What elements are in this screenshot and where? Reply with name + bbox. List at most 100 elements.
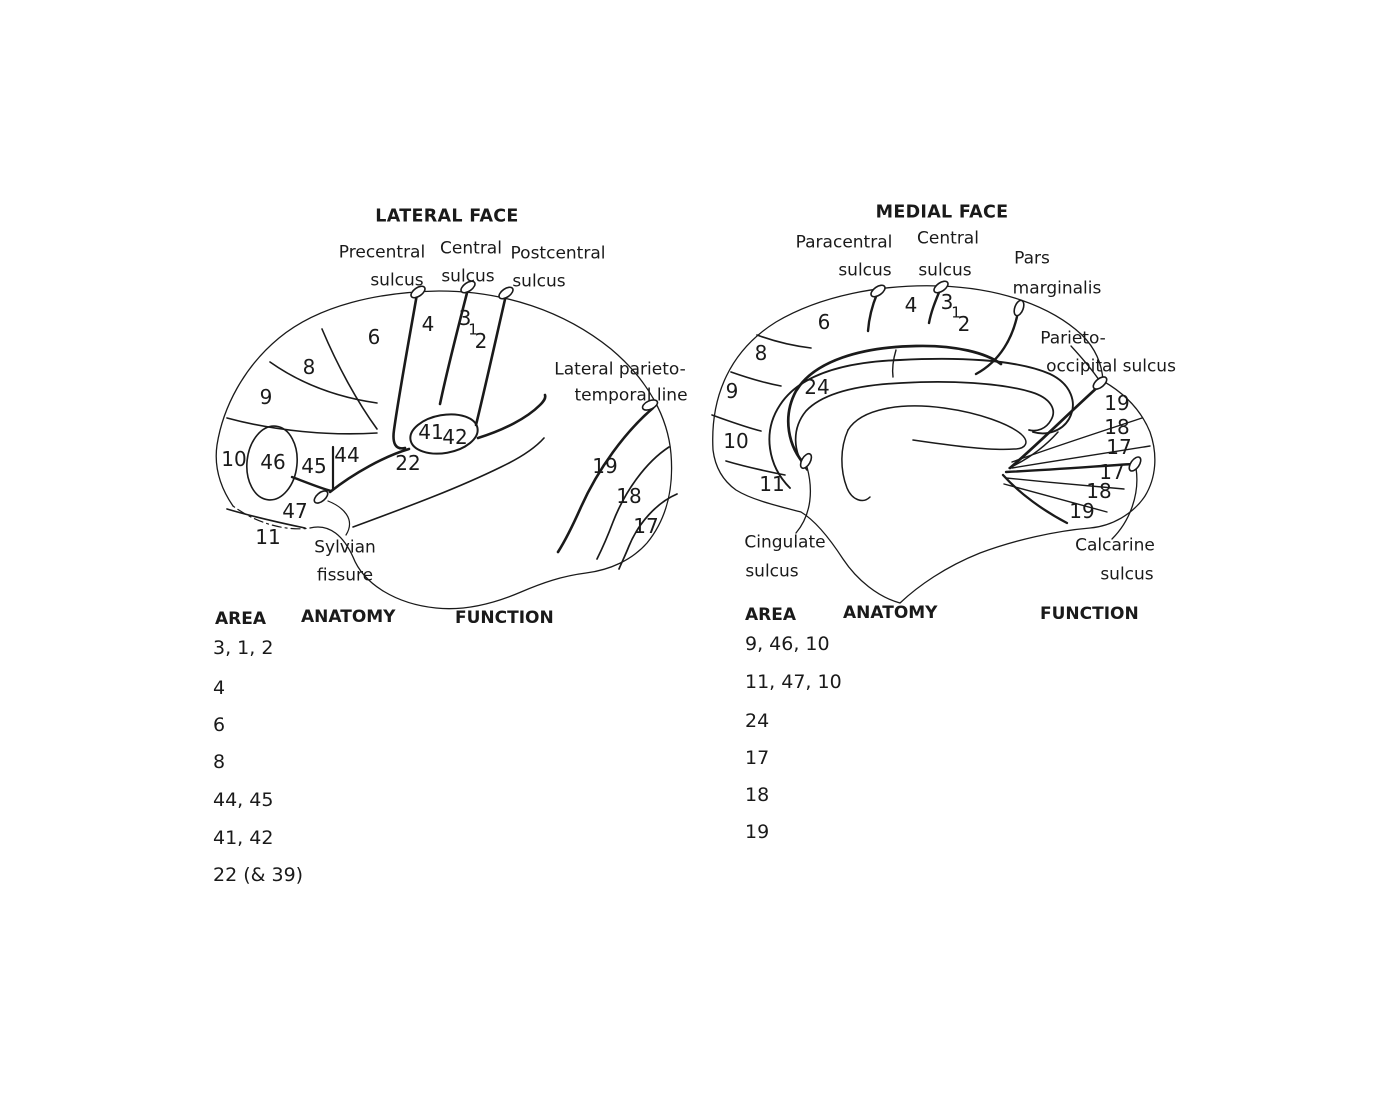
occipital-arc-19-18 <box>596 446 670 560</box>
medial-area-6: 6 <box>817 310 831 334</box>
pars-marginalis-label-line1: Pars <box>1014 248 1050 269</box>
lateral-area-45: 45 <box>301 454 327 478</box>
lateral-table-row-1: 3, 1, 2 <box>213 637 274 659</box>
cingulate-sulcus-label-line2: sulcus <box>745 561 799 582</box>
medial-central-sulcus-label-line2: sulcus <box>918 260 972 281</box>
pars-marginalis-line <box>974 310 1020 376</box>
occipital-fan-line-17-18 <box>1005 477 1125 490</box>
lateral-area-44: 44 <box>334 443 360 467</box>
lateral-area-41: 41 <box>418 420 444 444</box>
calcarine-sulcus-label-line2: sulcus <box>1100 564 1154 585</box>
postcentral-sulcus-line <box>474 293 508 427</box>
sylvian-loop-marker <box>313 490 329 504</box>
lateral-parieto-temporal-line <box>556 406 655 554</box>
precentral-sulcus-label-line2: sulcus <box>370 270 424 291</box>
medial-divider-10-11 <box>725 460 786 476</box>
lateral-area-3: 3 <box>458 306 472 330</box>
calcarine-loop-marker <box>1128 456 1142 472</box>
paracentral-sulcus-label-line1: Paracentral <box>795 232 893 253</box>
lateral-parieto-temporal-label-line2: temporal line <box>574 385 688 406</box>
lateral-area-47: 47 <box>282 499 308 523</box>
lateral-area-42: 42 <box>442 425 468 449</box>
medial-table-row-5: 18 <box>745 784 770 806</box>
cingulate-sulcus-label-line1: Cingulate <box>744 532 826 553</box>
lateral-table-header-anatomy: ANATOMY <box>301 607 396 627</box>
lateral-area-17: 17 <box>633 514 659 538</box>
thalamus-outline <box>847 405 1027 451</box>
lateral-area-9: 9 <box>259 385 273 409</box>
lateral-area-4: 4 <box>421 312 435 336</box>
divider-45-47 <box>290 475 333 493</box>
medial-table-row-4: 17 <box>745 747 770 769</box>
lateral-area-1: 1 <box>468 320 478 339</box>
divider-47-11 <box>226 508 306 529</box>
medial-area-18-lower: 18 <box>1086 479 1112 503</box>
medial-area-24: 24 <box>804 375 830 399</box>
lateral-table-row-3: 6 <box>213 714 226 736</box>
medial-area-17-lower: 17 <box>1099 460 1125 484</box>
cingulate-loop-marker <box>799 452 813 470</box>
lateral-area-6: 6 <box>367 325 381 349</box>
postcentral-sulcus-label-line2: sulcus <box>512 271 566 292</box>
area-46-ellipse <box>246 425 298 501</box>
cingulate-sulcus-line <box>786 344 1003 468</box>
occipital-arc-18-17 <box>618 493 678 570</box>
medial-table-header-area: AREA <box>745 605 797 625</box>
medial-table-row-2: 11, 47, 10 <box>745 671 842 693</box>
central-sulcus-line <box>438 287 470 406</box>
medial-table-row-6: 19 <box>745 821 770 843</box>
medial-brain-outline <box>712 285 1156 604</box>
occipital-fan-line-19-18 <box>1011 417 1143 463</box>
area-41-42-ellipse <box>409 413 479 455</box>
medial-central-sulcus-line <box>927 288 942 325</box>
paracentral-sulcus-label-line2: sulcus <box>838 260 892 281</box>
postcentral-sulcus-label-line1: Postcentral <box>510 243 606 264</box>
occipital-fan-line-18-17 <box>1011 445 1151 469</box>
central-sulcus-label-line2: sulcus <box>441 266 495 287</box>
medial-table-header-anatomy: ANATOMY <box>843 603 938 623</box>
precentral-loop-marker <box>410 285 426 299</box>
postcentral-loop-marker <box>498 286 514 300</box>
lateral-face-title: LATERAL FACE <box>375 206 519 227</box>
lateral-area-46: 46 <box>260 450 286 474</box>
parieto-occipital-label-line2: occipital sulcus <box>1046 356 1176 377</box>
central-loop-marker <box>460 280 476 294</box>
lateral-area-22: 22 <box>395 451 421 475</box>
medial-area-3: 3 <box>940 290 954 314</box>
medial-divider-9-10 <box>711 414 762 432</box>
medial-area-11: 11 <box>759 472 785 496</box>
lateral-brain-outline <box>215 290 673 610</box>
lateral-area-8: 8 <box>302 355 316 379</box>
medial-area-17-upper: 17 <box>1106 435 1132 459</box>
parieto-occipital-label-line1: Parieto- <box>1040 328 1106 349</box>
lateral-parieto-temporal-label-line1: Lateral parieto- <box>554 359 686 380</box>
lateral-brain-drawing <box>215 280 678 610</box>
paracentral-sulcus-line <box>866 292 879 333</box>
medial-area-10: 10 <box>723 429 749 453</box>
medial-table-row-1: 9, 46, 10 <box>745 633 830 655</box>
pars-marginalis-label-line2: marginalis <box>1012 278 1102 299</box>
frontal-divider-6-8 <box>321 328 378 430</box>
medial-central-loop-marker <box>933 280 949 294</box>
precentral-sulcus-line <box>392 292 419 450</box>
lateral-table-row-2: 4 <box>213 677 226 699</box>
parieto-occipital-label-pointer <box>1070 345 1100 381</box>
lateral-area-2: 2 <box>474 329 488 353</box>
cingulate-label-pointer <box>795 466 812 534</box>
medial-area-4: 4 <box>904 293 918 317</box>
medial-table-row-3: 24 <box>745 710 770 732</box>
medial-divider-8-9 <box>730 371 782 387</box>
medial-area-1: 1 <box>951 303 961 322</box>
medial-area-19-upper: 19 <box>1104 391 1130 415</box>
lateral-area-18: 18 <box>616 484 642 508</box>
sylvian-fissure-label-line1: Sylvian <box>314 537 376 558</box>
medial-area-18-upper: 18 <box>1104 415 1130 439</box>
sylvian-fissure-line <box>328 447 411 494</box>
superior-temporal-sulcus-line <box>352 437 545 528</box>
medial-divider-6-8 <box>756 334 812 349</box>
lateral-table-header-function: FUNCTION <box>455 608 554 628</box>
medial-table-header-function: FUNCTION <box>1040 604 1139 624</box>
precentral-sulcus-label-line1: Precentral <box>338 242 426 263</box>
septal-pocket-outline <box>841 429 871 502</box>
medial-area-2: 2 <box>957 312 971 336</box>
